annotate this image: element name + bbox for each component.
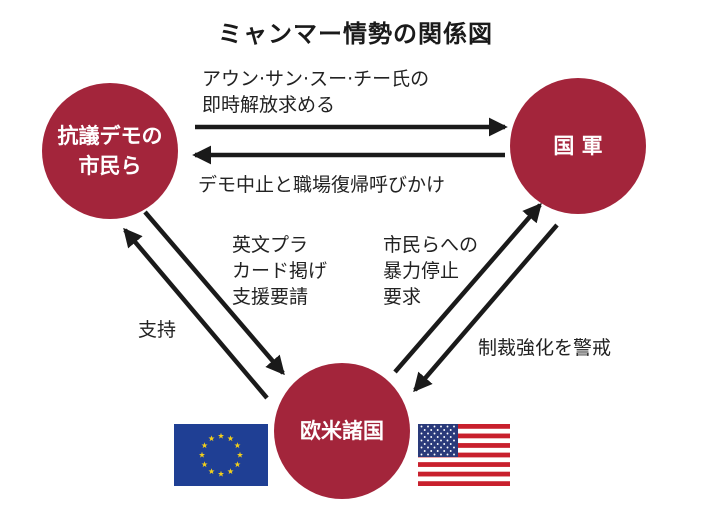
eu-star: [217, 432, 225, 439]
arrow-military-to-west: [413, 223, 559, 393]
edge-label-sanction-wary: 制裁強化を警戒: [478, 337, 612, 359]
us-star: [453, 432, 455, 435]
us-star: [436, 443, 439, 445]
us-star: [427, 439, 429, 442]
us-star: [446, 439, 449, 442]
us-star: [449, 436, 452, 438]
us-star: [420, 432, 423, 435]
us-star: [440, 425, 442, 428]
us-star: [453, 439, 455, 442]
eu-star: [217, 470, 225, 477]
us-star: [446, 446, 449, 449]
eu-star: [227, 435, 234, 442]
arrow-west-to-protesters: [123, 227, 269, 400]
us-star: [440, 439, 442, 442]
us-flag-icon: [418, 424, 510, 486]
eu-star: [234, 461, 241, 468]
us-star: [440, 453, 442, 456]
us-star: [453, 425, 455, 428]
us-star: [430, 436, 433, 438]
eu-star: [208, 435, 215, 442]
us-star: [443, 429, 446, 431]
node-west: 欧米諸国: [274, 363, 410, 499]
edge-label-support-request: 英文プラ カード掲げ 支援要請: [232, 234, 328, 308]
us-star: [420, 425, 423, 428]
arrow-protesters-to-west: [143, 210, 285, 376]
us-star: [436, 436, 439, 438]
us-stripe: [418, 424, 510, 429]
us-stripe: [418, 443, 510, 448]
us-star: [449, 429, 452, 431]
us-star: [423, 429, 426, 431]
us-star: [427, 432, 429, 435]
us-star: [423, 436, 426, 438]
us-star: [436, 429, 439, 431]
us-star: [427, 425, 429, 428]
us-stripe: [418, 433, 510, 439]
us-star: [440, 446, 442, 449]
us-star: [420, 453, 423, 456]
edge-label-violence-stop: 市民らへの 暴力停止 要求: [383, 234, 479, 308]
us-stripe: [418, 481, 510, 486]
us-stripe: [418, 471, 510, 477]
us-star: [443, 450, 446, 452]
us-star: [420, 439, 423, 442]
us-star: [433, 425, 436, 428]
us-star: [446, 425, 449, 428]
us-star: [433, 453, 436, 456]
us-star: [443, 436, 446, 438]
us-stripe: [418, 462, 510, 467]
edge-label-support: 支持: [138, 319, 177, 341]
eu-star: [227, 468, 234, 475]
us-star: [427, 453, 429, 456]
eu-star: [201, 461, 208, 468]
diagram-title: ミャンマー情勢の関係図: [218, 20, 493, 48]
us-star: [440, 432, 442, 435]
us-star: [453, 446, 455, 449]
us-star: [420, 446, 423, 449]
us-star: [423, 443, 426, 445]
node-protesters: 抗議デモの 市民ら: [42, 83, 178, 219]
eu-star: [236, 451, 244, 458]
us-star: [430, 429, 433, 431]
us-star: [446, 432, 449, 435]
us-star: [443, 443, 446, 445]
eu-star: [234, 442, 241, 449]
us-star: [446, 453, 449, 456]
us-star: [449, 450, 452, 452]
eu-flag-icon: [174, 424, 268, 486]
us-star: [433, 439, 436, 442]
us-star: [433, 446, 436, 449]
us-star: [423, 450, 426, 452]
us-star: [453, 453, 455, 456]
us-star: [433, 432, 436, 435]
eu-star: [208, 468, 215, 475]
eu-star: [198, 451, 206, 458]
us-star: [436, 450, 439, 452]
us-star: [427, 446, 429, 449]
us-star: [430, 450, 433, 452]
eu-star: [201, 442, 208, 449]
us-star: [430, 443, 433, 445]
node-military: 国 軍: [510, 78, 646, 214]
edge-label-stop-call: デモ中止と職場復帰呼びかけ: [198, 174, 446, 196]
us-star: [449, 443, 452, 445]
edge-label-release-demand: アウン·サン·スー·チー氏の 即時解放求める: [202, 68, 430, 116]
us-stripe: [418, 452, 510, 458]
arrow-west-to-military: [393, 202, 542, 374]
